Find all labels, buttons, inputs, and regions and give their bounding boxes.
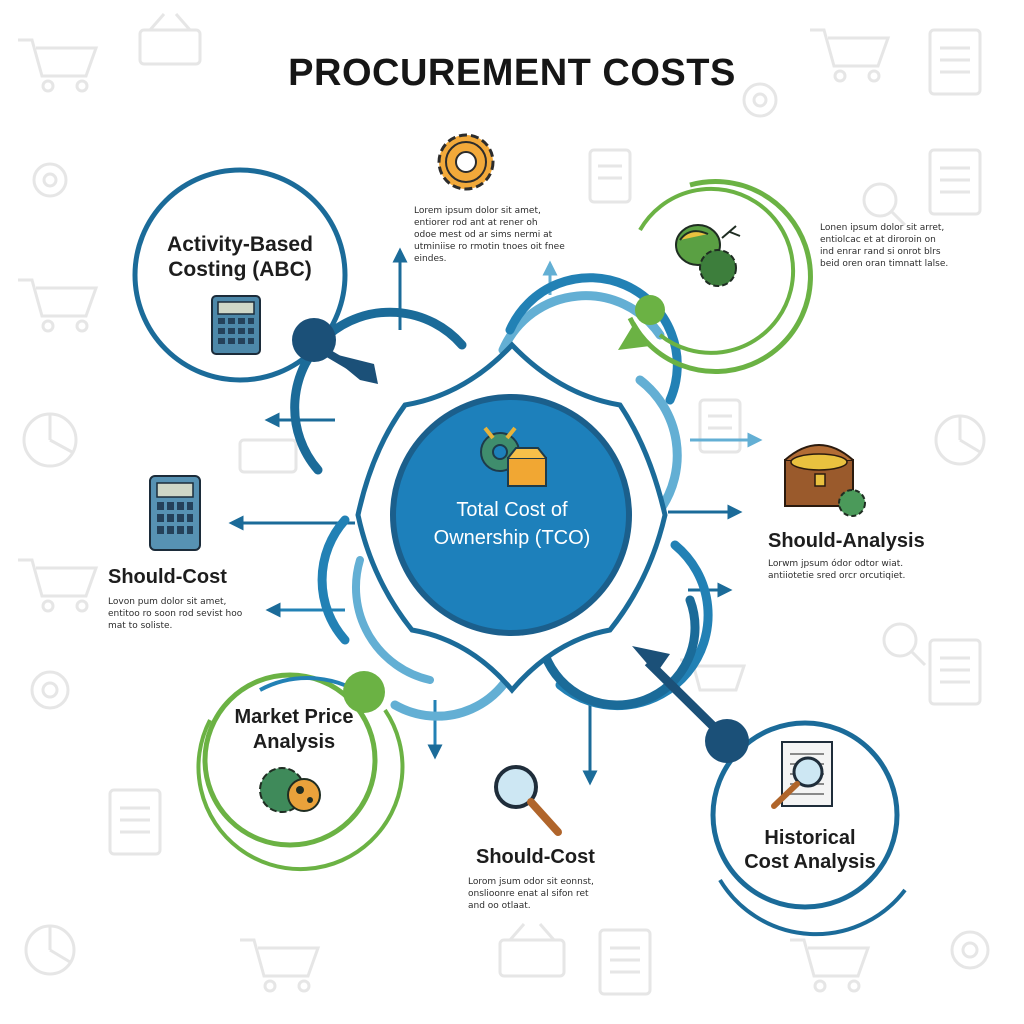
basket-icon [498,923,566,978]
calculator-icon [149,475,201,551]
top-center-text-line: utminiise ro rmotin tnoes oit fnee [414,242,565,252]
gear-icon [32,162,68,198]
top-right-text-line: beid oren oran timnatt lalse. [820,259,949,269]
historical-label: Historical Cost Analysis [720,826,900,874]
should-cost-bottom-text-line: and oo otlaat. [468,901,531,911]
abc-node-dot [292,318,336,362]
cart-icon [18,278,99,333]
market-label: Market Price Analysis [194,705,394,755]
document-icon [928,28,982,96]
top-center-text-line: Lorem ipsum dolor sit amet, [414,206,541,216]
should-cost-left-label: Should-Cost [108,566,227,588]
abc-label: Activity-Based Costing (ABC) [140,232,340,282]
plant-gear-icon [675,224,741,287]
calculator-icon [211,295,261,355]
abc-label-line2: Costing (ABC) [168,258,312,281]
cart-icon [18,558,99,613]
abc-label-line1: Activity-Based [167,233,313,256]
should-analysis-label: Should-Analysis [768,530,925,552]
green-node-ring-outer [627,179,813,374]
gear-icon [30,670,70,710]
should-cost-bottom-label: Should-Cost [476,846,595,868]
green-node-ring-inner [638,186,796,355]
cart-icon [18,38,99,93]
chart-icon [24,924,76,976]
should-cost-left-text: Lovon pum dolor sit amet, entitoo ro soo… [108,596,278,632]
magnifier-icon [494,765,562,836]
tco-label: Total Cost of Ownership (TCO) [412,496,612,552]
background-watermark [18,13,990,996]
market-node-ring-outer [196,708,405,872]
cart-icon [790,938,871,993]
chart-icon [22,412,78,468]
should-cost-left-text-line: entitoo ro soon rod sevist hoo [108,609,243,619]
tco-label-line1: Total Cost of [456,499,568,521]
should-analysis-text: Lorwm jpsum ódor odtor wiat. antiiotetie… [768,558,938,582]
historical-label-line2: Cost Analysis [744,851,876,873]
top-center-text-line: eindes. [414,254,447,264]
magnifier-icon [862,182,907,227]
tco-gear-box-icon [480,426,547,487]
should-cost-bottom-text: Lorom jsum odor sit eonnst, onslioonre e… [468,876,638,912]
page-title: PROCUREMENT COSTS [288,52,736,94]
top-right-text: Lonen ipsum dolor sit arret, entiolcac e… [820,222,990,270]
tco-label-line2: Ownership (TCO) [433,527,591,549]
gear-cookie-icon [259,767,321,813]
gear-icon [950,930,990,970]
document-icon [108,788,162,856]
market-node-ring-inner [202,672,378,848]
chart-icon [934,414,986,466]
historical-node-outer-arc [718,878,907,937]
document-magnifier-icon [771,741,833,809]
historical-node-ring [710,720,900,910]
cart-icon [240,938,321,993]
top-center-text-line: entiorer rod ant at rener oh [414,218,538,228]
should-cost-left-text-line: mat to soliste. [108,621,173,631]
historical-arrowhead [632,646,670,674]
top-right-text-line: entiolcac et at diroroin on [820,235,936,245]
basket-icon [138,13,202,66]
document-icon [598,928,652,996]
should-cost-left-text-line: Lovon pum dolor sit amet, [108,597,227,607]
document-icon [928,638,982,706]
green-node-dot [635,295,665,325]
should-cost-bottom-text-line: Lorom jsum odor sit eonnst, [468,877,594,887]
hub-outer-ring [290,273,713,721]
top-center-text-line: odoe mest od ar sims nermi at [414,230,553,240]
should-analysis-text-line: antiiotetie sred orcr orcutiqiet. [768,571,906,581]
top-right-text-line: Lonen ipsum dolor sit arret, [820,223,945,233]
market-label-line2: Analysis [252,731,336,753]
market-label-line1: Market Price [234,706,354,728]
should-analysis-text-line: Lorwm jpsum ódor odtor wiat. [768,559,904,569]
document-icon [588,148,632,204]
magnifier-icon [882,622,927,667]
green-node-arrow [618,322,650,350]
gear-icon [742,82,778,118]
abc-node-ring [132,167,348,383]
historical-label-line1: Historical [764,827,856,849]
document-icon [698,398,742,454]
basket-icon [238,438,298,474]
gear-icon [437,133,495,191]
should-cost-bottom-text-line: onslioonre enat al sifon ret [468,889,589,899]
hub-circle [390,394,632,636]
market-node-dot [343,671,385,713]
document-icon [928,148,982,216]
historical-node-arrow [644,658,726,739]
top-center-text: Lorem ipsum dolor sit amet, entiorer rod… [414,205,584,265]
cart-icon [810,28,891,83]
top-right-text-line: ind enrar rand si onrot blrs [820,247,941,257]
treasure-chest-icon [784,444,866,517]
